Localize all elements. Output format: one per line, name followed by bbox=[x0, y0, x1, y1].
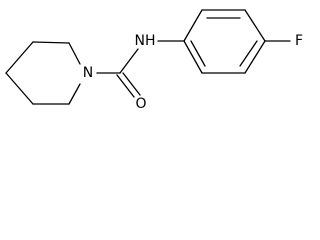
aryl-bond-3 bbox=[244, 9, 266, 42]
molecule-structure: N NH O F bbox=[5, 9, 303, 112]
carboxamide-group bbox=[96, 40, 185, 98]
atom-label-nh: NH bbox=[135, 33, 156, 49]
atom-label-oxygen: O bbox=[135, 96, 146, 112]
aryl-bond-1 bbox=[183, 9, 203, 42]
ring-bond-c3-c4 bbox=[5, 72, 34, 105]
ring-bond-c2-c3 bbox=[5, 41, 34, 74]
atom-label-fluorine: F bbox=[295, 33, 303, 49]
aryl-bond-6 bbox=[183, 40, 203, 74]
fluorophenyl-ring bbox=[183, 9, 291, 74]
ring-bond-n-c1 bbox=[68, 42, 81, 65]
aryl-inner-double-2 bbox=[239, 40, 258, 67]
piperidine-ring bbox=[5, 41, 81, 105]
aryl-bond-4 bbox=[244, 40, 266, 74]
ring-bond-c1-c2 bbox=[32, 41, 70, 44]
ring-bond-c5-n bbox=[68, 83, 81, 105]
double-bond-co-b bbox=[122, 72, 141, 96]
double-bond-co-a bbox=[116, 74, 135, 98]
aryl-inner-double-3 bbox=[190, 40, 206, 67]
bond-carbonyl-nh bbox=[119, 48, 139, 74]
atom-label-nitrogen-ring: N bbox=[83, 65, 93, 81]
